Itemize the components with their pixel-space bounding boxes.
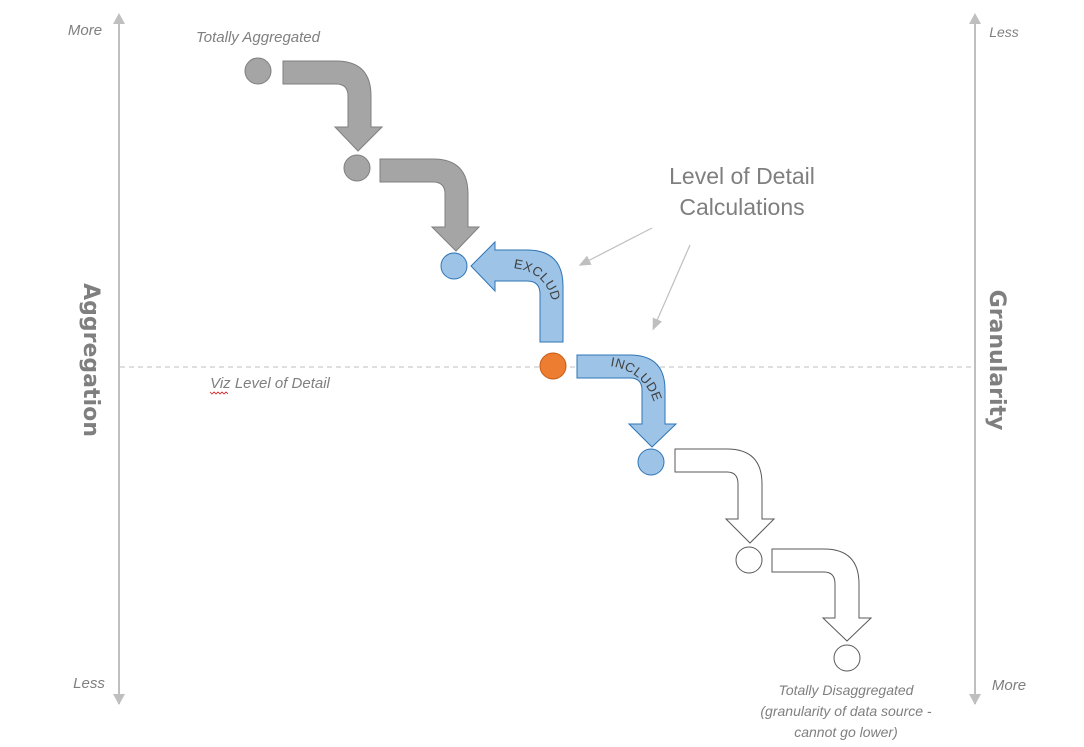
bottom-label-line3: cannot go lower) bbox=[794, 724, 898, 740]
node-totally-aggregated bbox=[244, 57, 272, 85]
right-axis-arrow-down-icon bbox=[969, 694, 981, 705]
left-axis-arrow-up-icon bbox=[113, 13, 125, 24]
right-axis-bottom-label: More bbox=[992, 677, 1026, 694]
left-axis-bottom-label: Less bbox=[73, 675, 105, 692]
node-outline-1 bbox=[735, 546, 763, 574]
callout-pointer-include bbox=[652, 244, 691, 331]
callout-pointer-exclude bbox=[578, 227, 653, 266]
lod-callout-line1: Level of Detail bbox=[669, 163, 815, 189]
exclude-arrow bbox=[470, 240, 564, 343]
bent-arrow-outline-2 bbox=[771, 548, 873, 642]
node-gray-2 bbox=[343, 154, 371, 182]
node-exclude-target bbox=[440, 252, 468, 280]
node-include-target bbox=[637, 448, 665, 476]
bottom-label-line1: Totally Disaggregated bbox=[779, 682, 915, 698]
right-axis-arrow-up-icon bbox=[969, 13, 981, 24]
right-axis-top-label: Less bbox=[989, 24, 1019, 40]
bent-arrow-gray-1 bbox=[282, 60, 384, 152]
node-totally-disaggregated bbox=[833, 644, 861, 672]
left-axis-title: Aggregation bbox=[78, 283, 103, 437]
node-viz-level bbox=[539, 352, 567, 380]
totally-aggregated-label: Totally Aggregated bbox=[196, 29, 321, 46]
lod-callout-line2: Calculations bbox=[679, 194, 804, 220]
include-arrow bbox=[576, 354, 678, 448]
bottom-label-line2: (granularity of data source - bbox=[760, 703, 932, 719]
viz-level-label: Viz Level of Detail bbox=[210, 375, 330, 392]
left-axis-arrow-down-icon bbox=[113, 694, 125, 705]
bent-arrow-gray-2 bbox=[379, 158, 481, 252]
spellcheck-underline bbox=[209, 391, 229, 395]
right-axis-title: Granularity bbox=[984, 290, 1009, 431]
bent-arrow-outline-1 bbox=[674, 448, 776, 544]
left-axis-top-label: More bbox=[68, 22, 102, 39]
